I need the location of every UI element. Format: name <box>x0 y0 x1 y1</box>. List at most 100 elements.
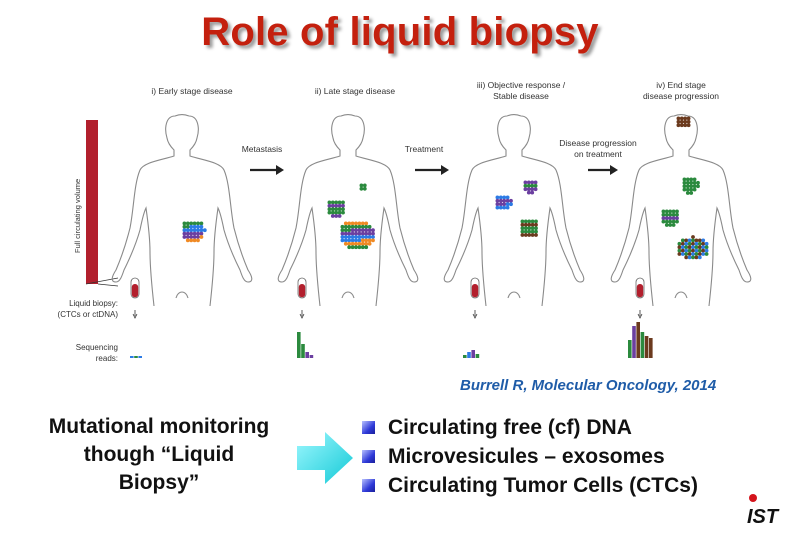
tumor-cell <box>684 245 689 250</box>
tumor-cell <box>350 224 355 229</box>
tumor-cell <box>330 210 335 215</box>
reads-stage-1 <box>130 356 142 358</box>
tumor-cell <box>691 241 695 246</box>
tumor-stage-2-c <box>359 183 367 191</box>
body-stage-1-icon <box>111 113 253 307</box>
tumor-cell <box>340 224 345 229</box>
reads-stage-2 <box>297 332 314 358</box>
tumor-cell <box>523 233 528 237</box>
stage-4-label-line2: disease progression <box>643 91 719 101</box>
tumor-cell <box>364 235 369 239</box>
tumor-cell <box>502 205 507 210</box>
tumor-cell <box>364 245 369 250</box>
tumor-cell <box>357 228 362 233</box>
tumor-cell <box>687 252 692 256</box>
tumor-cell <box>664 209 669 214</box>
tumor-cell <box>337 200 342 205</box>
tumor-cell <box>682 184 687 189</box>
tumor-cell <box>182 228 187 233</box>
transition-progression-line2: on treatment <box>574 149 622 159</box>
tumor-cell <box>692 177 697 182</box>
tumor-cell <box>334 203 339 208</box>
tumor-cell <box>533 187 538 192</box>
tumor-cell <box>199 231 204 236</box>
tumor-cell <box>360 221 365 226</box>
tumor-cell <box>697 241 702 246</box>
tumor-cell <box>679 123 684 128</box>
tumor-cell <box>199 224 204 229</box>
tumor-cell <box>534 226 538 231</box>
tumor-cell <box>371 228 375 233</box>
tumor-cell <box>509 202 513 207</box>
tumor-cell <box>523 180 528 185</box>
tumor-cell <box>354 224 358 229</box>
tumor-cell <box>202 228 207 233</box>
tumor-cell <box>360 231 365 236</box>
tumor-cell <box>527 222 532 227</box>
read-bar <box>301 344 305 358</box>
tumor-cell <box>185 231 190 236</box>
tumor-cell <box>347 235 352 239</box>
tumor-cell <box>362 183 367 188</box>
tumor-cell <box>337 214 342 218</box>
tumor-cell <box>341 200 345 205</box>
tumor-cell <box>350 235 355 239</box>
tumor-cell <box>691 238 695 243</box>
tumor-cell <box>185 228 190 233</box>
reads-stage-4 <box>628 322 653 358</box>
tumor-cell <box>682 180 687 185</box>
read-bar <box>636 322 640 358</box>
tumor-cell <box>691 255 695 260</box>
tumor-cell <box>530 187 535 192</box>
tumor-cell <box>530 222 535 227</box>
tumor-cell <box>367 224 372 229</box>
tumor-cell <box>679 116 684 121</box>
tumor-cell <box>692 187 697 192</box>
biomarker-list: Circulating free (cf) DNA Microvesicules… <box>362 413 698 500</box>
read-bar <box>297 332 301 358</box>
tumor-cell <box>362 186 367 191</box>
tumor-cell <box>364 228 369 233</box>
read-bar <box>644 336 649 358</box>
circulating-volume-bar <box>86 120 98 284</box>
tumor-cell <box>694 245 699 250</box>
tumor-cell <box>677 245 682 250</box>
tumor-stage-4-c <box>677 235 709 260</box>
sequencing-label-line2: reads: <box>96 354 118 363</box>
tumor-cell <box>334 207 339 212</box>
tumor-cell <box>691 235 695 239</box>
tumor-cell <box>533 183 538 188</box>
tumor-cell <box>534 229 538 234</box>
tumor-cell <box>367 231 372 236</box>
tumor-cell <box>343 235 348 239</box>
tumor-cell <box>196 228 200 233</box>
tumor-cell <box>684 238 689 243</box>
bullet-item: Microvesicules – exosomes <box>362 442 698 471</box>
tumor-cell <box>371 235 375 239</box>
tumor-cell <box>498 198 503 203</box>
tumor-cell <box>347 238 352 243</box>
tumor-cell <box>196 221 200 226</box>
tumor-cell <box>523 229 528 234</box>
tumor-cell <box>686 123 691 128</box>
blood-tube-1-icon <box>130 277 140 319</box>
tumor-cell <box>357 235 362 239</box>
body-stage-2-icon <box>277 113 419 307</box>
circulating-volume-label: Full circulating volume <box>73 179 82 253</box>
tumor-cell <box>340 231 345 236</box>
tumor-cell <box>199 221 204 226</box>
tumor-cell <box>520 226 525 231</box>
tumor-cell <box>182 231 187 236</box>
tumor-cell <box>354 235 358 239</box>
tumor-cell <box>337 203 342 208</box>
tumor-clusters <box>182 116 709 260</box>
tumor-cell <box>691 248 695 253</box>
tumor-cell <box>684 252 689 256</box>
tumor-cell <box>498 202 503 207</box>
tumor-cell <box>683 123 688 128</box>
tumor-cell <box>661 209 666 214</box>
tumor-cell <box>668 212 673 217</box>
tumor-cell <box>682 187 687 192</box>
tumor-cell <box>196 238 200 243</box>
tumor-cell <box>509 198 513 203</box>
